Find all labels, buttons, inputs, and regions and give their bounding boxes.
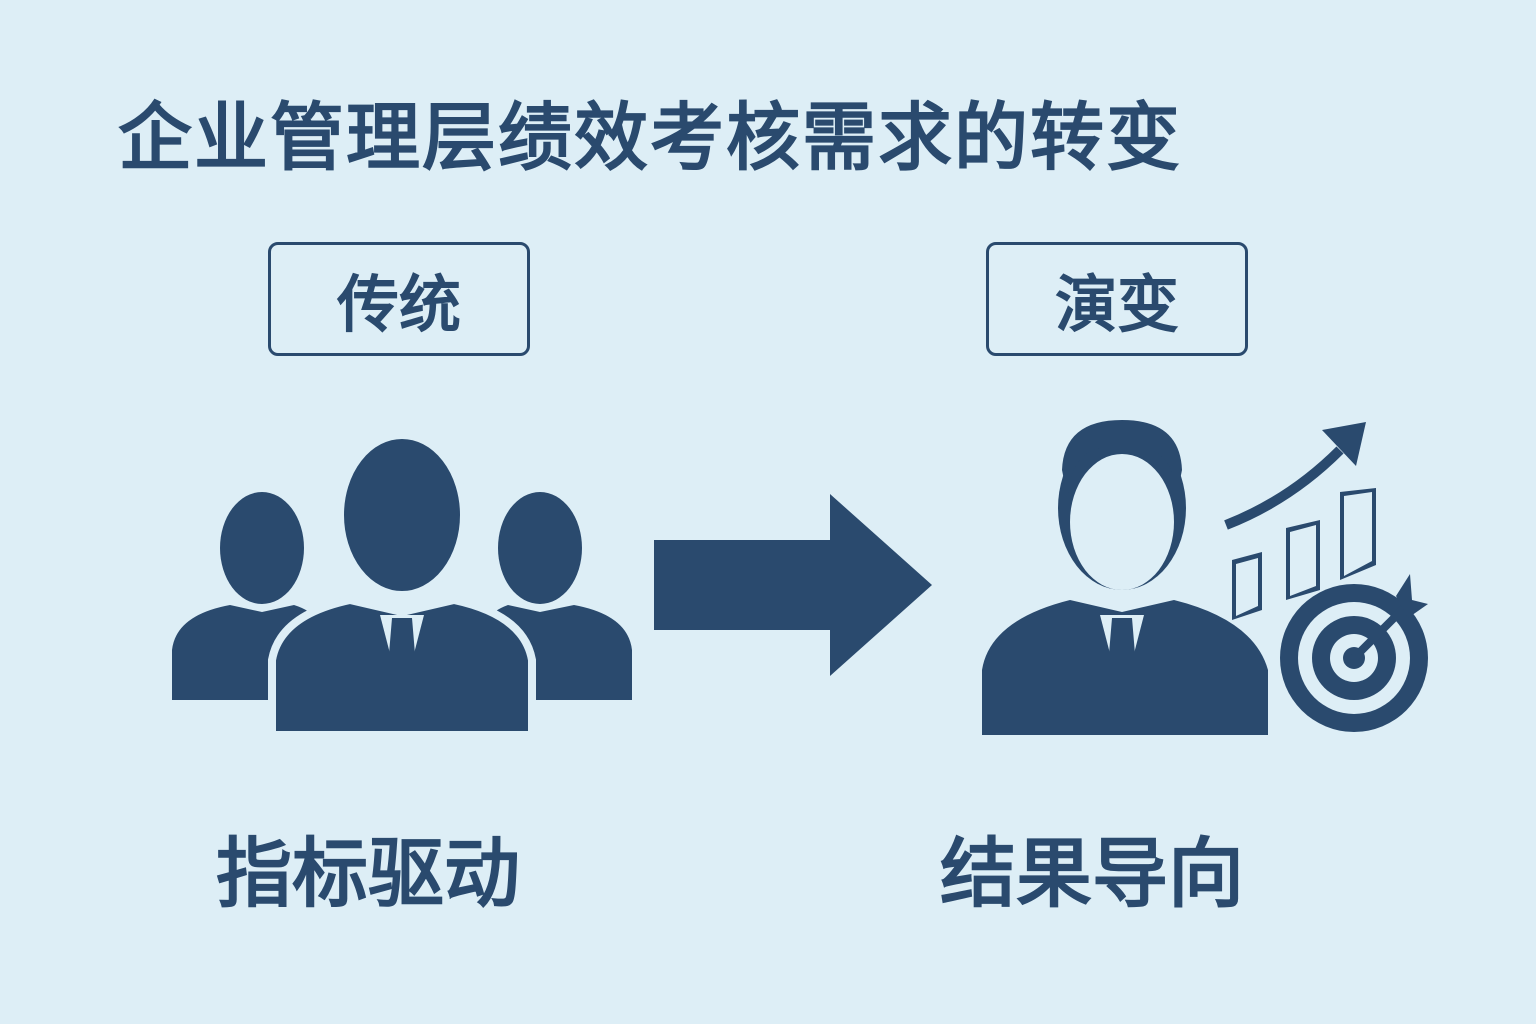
traditional-tag: 传统: [268, 242, 530, 356]
target-icon: [1280, 574, 1428, 732]
growth-chart-icon: [1224, 422, 1376, 620]
team-icon: [172, 431, 632, 739]
left-caption: 指标驱动: [216, 829, 520, 918]
arrow-right-icon: [654, 494, 932, 676]
manager-icon: [982, 420, 1268, 735]
right-caption: 结果导向: [940, 829, 1244, 918]
evolution-tag: 演变: [986, 242, 1248, 356]
page-title: 企业管理层绩效考核需求的转变: [118, 95, 1182, 181]
